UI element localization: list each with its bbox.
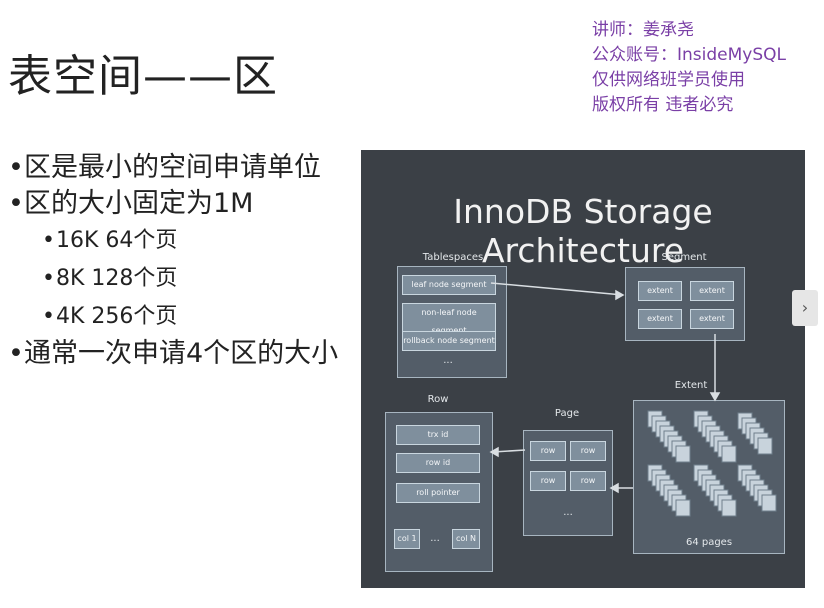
tablespace-item: leaf node segment (402, 275, 496, 295)
row-field: trx id (396, 425, 480, 445)
row-column: col N (452, 529, 480, 549)
chevron-right-icon: › (801, 298, 809, 317)
bullet-item: •区的大小固定为1M (8, 188, 254, 219)
extent-cell: extent (638, 309, 682, 329)
page-stack-graphic (647, 410, 777, 517)
sub-bullet-item: •8K 128个页 (42, 266, 178, 291)
sub-bullet-item: •4K 256个页 (42, 304, 178, 329)
tablespace-item: rollback node segment (402, 331, 496, 351)
page-label: Page (554, 408, 580, 419)
slide-title: 表空间——区 (8, 51, 278, 102)
bullet-item: •区是最小的空间申请单位 (8, 152, 321, 183)
row-cell: row (570, 471, 606, 491)
info-line: 版权所有 违者必究 (592, 95, 734, 115)
page-more: ... (563, 507, 573, 518)
extent-cell: extent (638, 281, 682, 301)
instructor-info: 讲师：姜承尧 公众账号：InsideMySQL 仅供网络班学员使用 版权所有 违… (592, 18, 786, 118)
segment-box: extent extent extent extent (625, 267, 745, 341)
bullet-item: •通常一次申请4个区的大小 (8, 338, 339, 369)
extent-footer: 64 pages (685, 537, 733, 548)
row-column: col 1 (394, 529, 420, 549)
row-box: trx id row id roll pointer col 1 ... col… (385, 412, 493, 572)
bullet-list: •区是最小的空间申请单位 •区的大小固定为1M •16K 64个页 •8K 12… (8, 150, 338, 372)
page-box: row row row row ... (523, 430, 613, 536)
row-cell: row (570, 441, 606, 461)
tablespaces-label: Tablespaces (422, 252, 484, 263)
tablespaces-box: leaf node segment non-leaf node segment … (397, 266, 507, 378)
info-line: 讲师：姜承尧 (592, 20, 694, 40)
next-slide-button[interactable]: › (792, 290, 818, 326)
extent-cell: extent (690, 281, 734, 301)
row-label: Row (427, 394, 449, 405)
extent-cell: extent (690, 309, 734, 329)
extent-box: 64 pages (633, 400, 785, 554)
row-cell: row (530, 441, 566, 461)
sub-bullet-item: •16K 64个页 (42, 228, 178, 253)
segment-label: Segment (661, 252, 707, 263)
storage-architecture-diagram: InnoDB Storage Architecture Tablespaces … (361, 150, 805, 588)
row-column-more: ... (430, 533, 440, 544)
row-cell: row (530, 471, 566, 491)
extent-label: Extent (674, 380, 708, 391)
row-field: row id (396, 453, 480, 473)
info-line: 公众账号：InsideMySQL (592, 45, 786, 65)
diagram-title: InnoDB Storage Architecture (453, 192, 713, 270)
row-field: roll pointer (396, 483, 480, 503)
tablespace-more: ... (443, 355, 453, 366)
info-line: 仅供网络班学员使用 (592, 70, 745, 90)
